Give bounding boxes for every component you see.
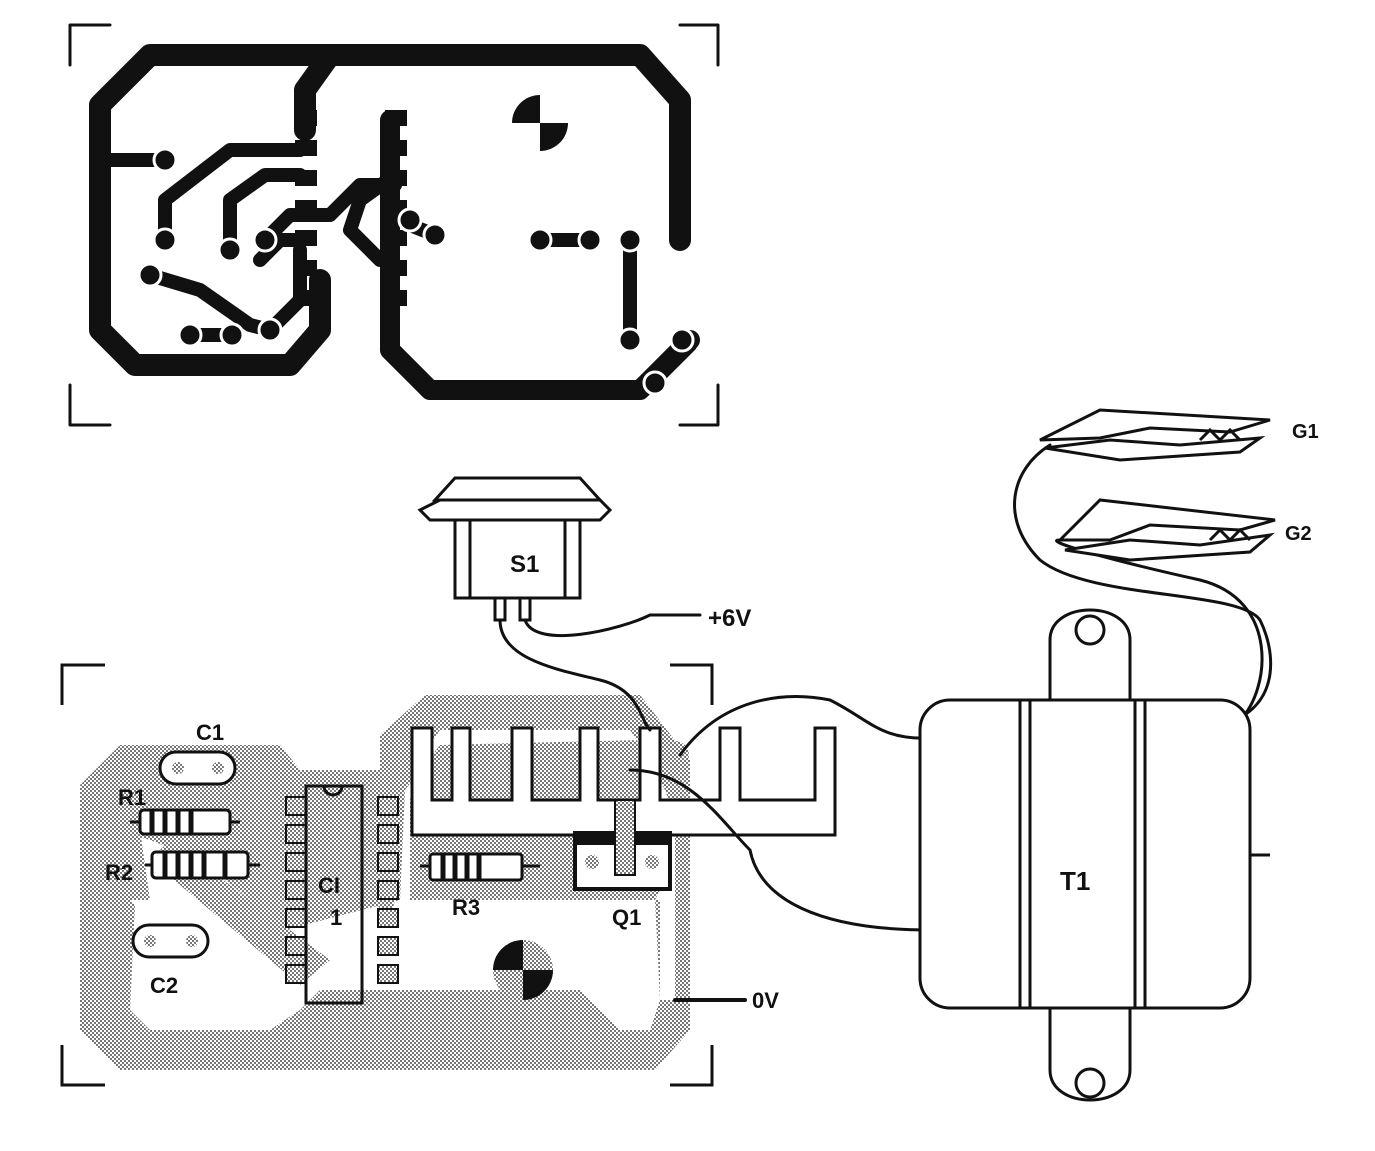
heatsink <box>410 726 837 837</box>
ic-ci1 <box>285 784 399 1005</box>
label-c2: C2 <box>150 973 178 998</box>
transistor-q1 <box>573 799 672 891</box>
polarity-mark-bottom <box>493 940 553 1000</box>
wires <box>498 443 1273 1002</box>
transformer-t1 <box>918 608 1270 1102</box>
label-g2: G2 <box>1285 523 1312 545</box>
wire-switch-to-board <box>498 618 652 732</box>
label-t1: T1 <box>1060 866 1090 896</box>
capacitor-c2 <box>131 923 210 959</box>
label-g1: G1 <box>1292 421 1319 443</box>
resistor-r1 <box>130 808 240 836</box>
wire-plus6v <box>523 613 702 638</box>
label-r3: R3 <box>452 895 480 920</box>
labels: G1 G2 S1 +6V 0V T1 C1 C2 R1 R2 R3 CI 1 Q… <box>105 421 1319 1013</box>
crop-marks-top <box>68 23 720 427</box>
switch-s1 <box>417 476 613 622</box>
crop-marks-bottom <box>60 663 714 1087</box>
label-ci-number: 1 <box>330 905 342 930</box>
clip-g1 <box>1039 408 1271 462</box>
pcb-copper-layout <box>68 23 720 427</box>
outer-ground-trace <box>89 44 331 376</box>
label-0v: 0V <box>752 988 779 1013</box>
ic-notch <box>322 785 344 797</box>
capacitor-c1 <box>158 750 237 786</box>
label-r2: R2 <box>105 860 133 885</box>
resistor-r3 <box>420 852 540 882</box>
polarity-mark-top <box>512 95 568 151</box>
clip-g2 <box>1056 498 1276 562</box>
wire-transformer-loop <box>1013 443 1273 722</box>
pcb-pads <box>137 95 695 396</box>
label-c1: C1 <box>196 720 224 745</box>
label-q1: Q1 <box>612 905 641 930</box>
label-s1: S1 <box>510 551 539 578</box>
label-plus6v: +6V <box>708 605 751 632</box>
wire-q1-to-transformer <box>628 768 932 932</box>
ic-body <box>304 784 364 1005</box>
outer-supply-trace <box>289 44 691 251</box>
label-r1: R1 <box>118 785 146 810</box>
wire-board-to-transformer <box>678 695 932 757</box>
resistor-r2 <box>145 850 260 880</box>
label-ci: CI <box>318 873 340 898</box>
